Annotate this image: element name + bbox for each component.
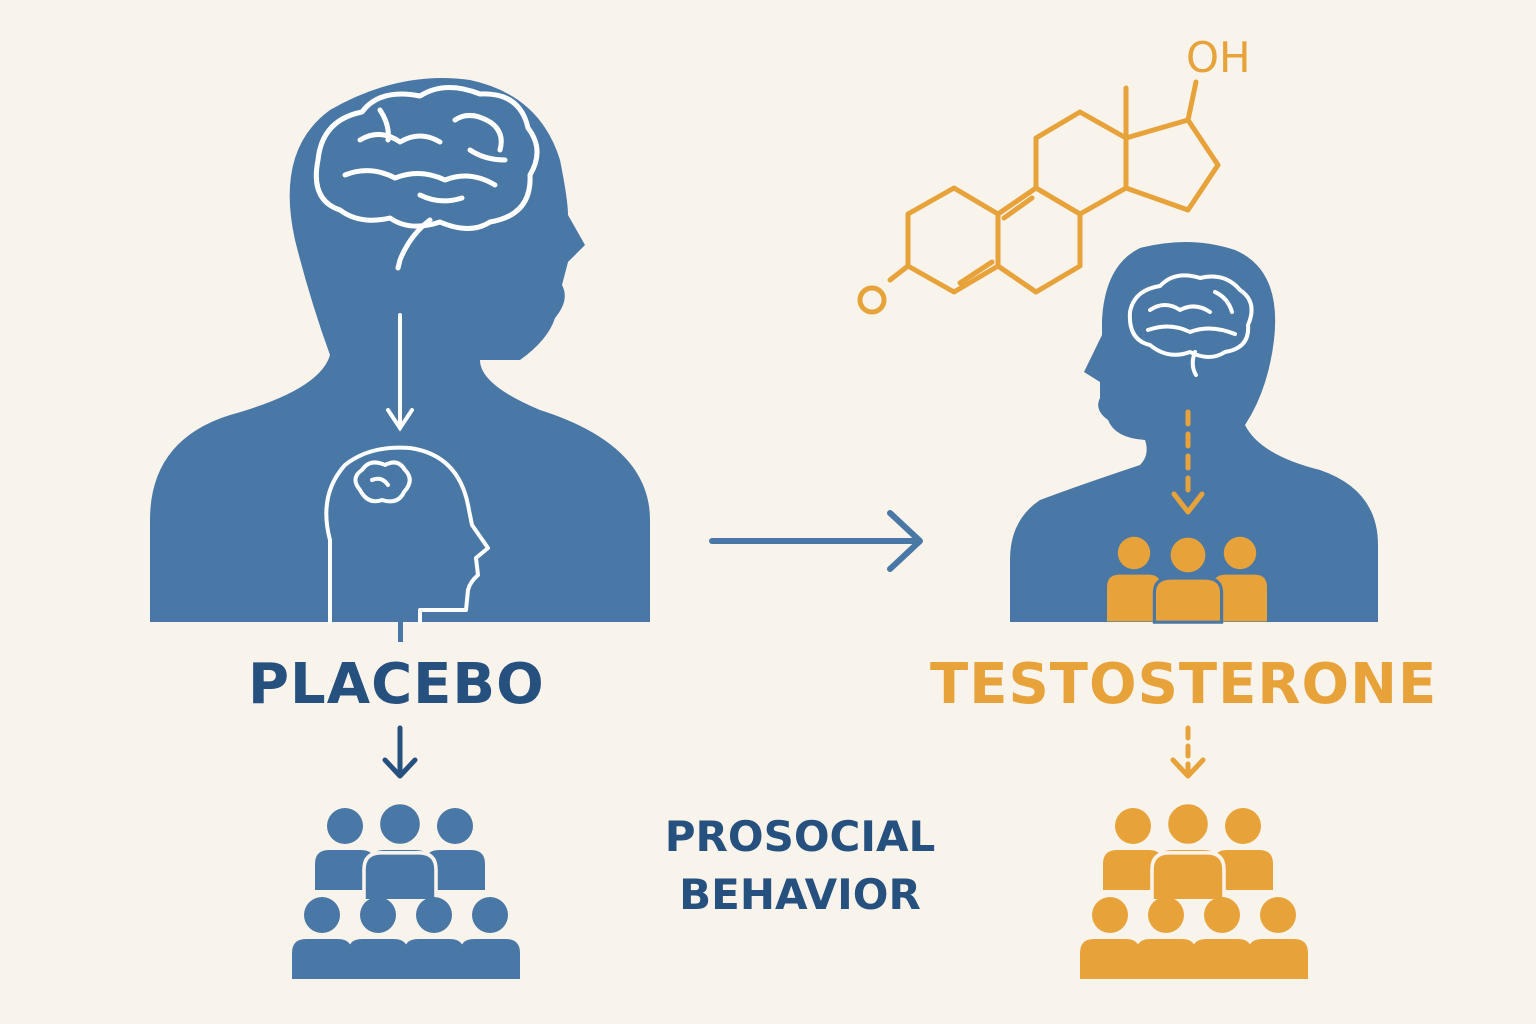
prosocial-line-1: PROSOCIAL — [664, 812, 936, 861]
testosterone-inner-people-icon — [1107, 534, 1267, 624]
testosterone-brain-icon — [1127, 273, 1254, 377]
prosocial-behavior-label: PROSOCIAL BEHAVIOR — [615, 808, 985, 924]
placebo-connector-icon — [398, 622, 403, 642]
placebo-to-testosterone-arrow-icon — [709, 510, 923, 572]
placebo-people-group-icon — [292, 800, 520, 979]
placebo-label: PLACEBO — [248, 652, 545, 717]
placebo-down-arrow-icon — [386, 313, 414, 432]
testosterone-group-arrow-icon — [1170, 725, 1206, 779]
testosterone-head-silhouette-icon — [1010, 241, 1378, 622]
placebo-group-arrow-icon — [382, 725, 418, 779]
testosterone-dashed-arrow-icon — [1171, 409, 1205, 515]
placebo-inner-head-icon — [324, 445, 490, 624]
placebo-brain-icon — [313, 84, 540, 271]
testosterone-label: TESTOSTERONE — [930, 652, 1438, 717]
testosterone-people-group-icon — [1080, 800, 1308, 979]
testosterone-molecule-icon — [857, 79, 1221, 315]
hydroxyl-label: OH — [1186, 33, 1251, 82]
prosocial-line-2: BEHAVIOR — [679, 870, 921, 919]
